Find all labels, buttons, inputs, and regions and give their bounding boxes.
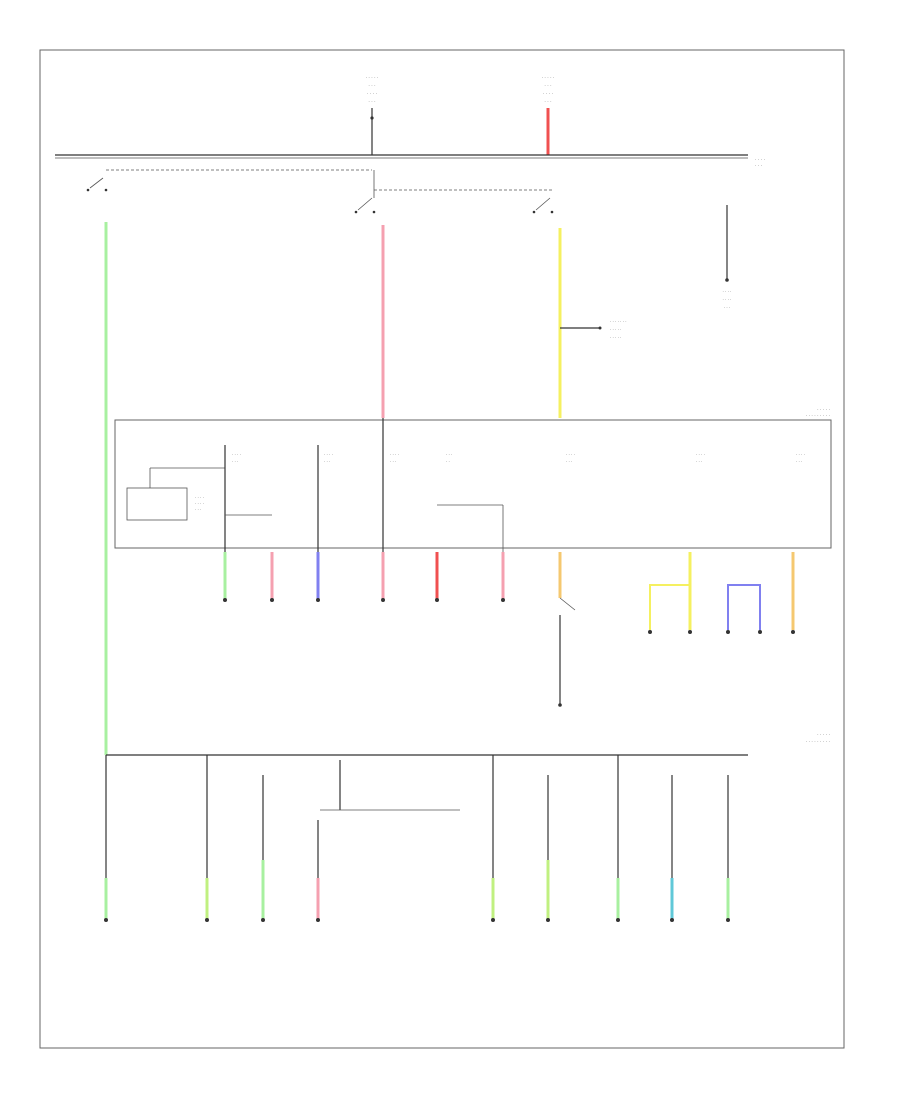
svg-text:. . .: . . . — [696, 458, 702, 463]
svg-text:. . . .: . . . . — [755, 157, 765, 162]
svg-text:. . .: . . . — [544, 99, 551, 104]
svg-text:. . . . . . . . .: . . . . . . . . . — [806, 739, 830, 744]
relay-switch-2 — [354, 170, 376, 214]
relay-switch-3 — [374, 189, 554, 214]
svg-text:. . . .: . . . . — [796, 451, 805, 456]
lower-outputs — [104, 860, 730, 922]
svg-text:. . . . . . .: . . . . . . . — [610, 318, 627, 323]
diagram-frame — [39, 49, 845, 1049]
svg-text:. . .: . . . — [446, 451, 452, 456]
svg-text:. . . . . . . . .: . . . . . . . . . — [806, 413, 830, 418]
mid-right-circuits — [558, 584, 795, 707]
svg-text:. . .: . . . — [324, 458, 330, 463]
svg-text:. . . .: . . . . — [566, 451, 575, 456]
fuse-source-left: . . . . . . . . . . . . . . . — [366, 75, 379, 155]
svg-text:. . . .: . . . . — [723, 288, 732, 293]
svg-text:. . . .: . . . . — [367, 91, 377, 96]
svg-text:. . .: . . . — [368, 99, 375, 104]
svg-text:. . . .: . . . . — [696, 451, 705, 456]
svg-text:. . .: . . . — [755, 163, 762, 168]
svg-text:. . .: . . . — [390, 458, 396, 463]
internal-relay: . . . . . . . . . . . — [126, 467, 225, 521]
ground-stub-right: . . . . . . . . . . . — [723, 205, 732, 309]
svg-text:. . . . .: . . . . . — [610, 334, 621, 339]
svg-text:. . . .: . . . . — [195, 500, 204, 505]
svg-text:. . .: . . . — [368, 83, 375, 88]
svg-text:. . .: . . . — [796, 458, 802, 463]
lower-branches — [105, 755, 729, 878]
svg-text:. . . .: . . . . — [195, 494, 204, 499]
svg-text:. . . .: . . . . — [324, 451, 333, 456]
svg-text:. . . .: . . . . — [390, 451, 399, 456]
svg-text:. . .: . . . — [232, 458, 238, 463]
svg-text:. . . .: . . . . — [232, 451, 241, 456]
svg-text:. . . . .: . . . . . — [366, 75, 379, 80]
svg-text:. . .: . . . — [566, 458, 572, 463]
svg-text:. . .: . . . — [195, 506, 201, 511]
svg-text:. . . . .: . . . . . — [542, 75, 555, 80]
control-module-box — [114, 419, 832, 549]
svg-text:. . .: . . . — [544, 83, 551, 88]
svg-text:. . . . .: . . . . . — [610, 326, 621, 331]
fuse-source-right: . . . . . . . . . . . . . . . — [542, 75, 555, 155]
svg-text:. . . .: . . . . — [543, 91, 553, 96]
svg-text:. . . . .: . . . . . — [817, 732, 830, 737]
module-outputs — [223, 552, 795, 630]
relay-switch-1 — [86, 169, 372, 192]
svg-text:. . .: . . . — [724, 304, 730, 309]
svg-text:. . . .: . . . . — [723, 296, 732, 301]
svg-text:. .: . . — [446, 458, 450, 463]
svg-text:. . . . .: . . . . . — [817, 407, 830, 412]
